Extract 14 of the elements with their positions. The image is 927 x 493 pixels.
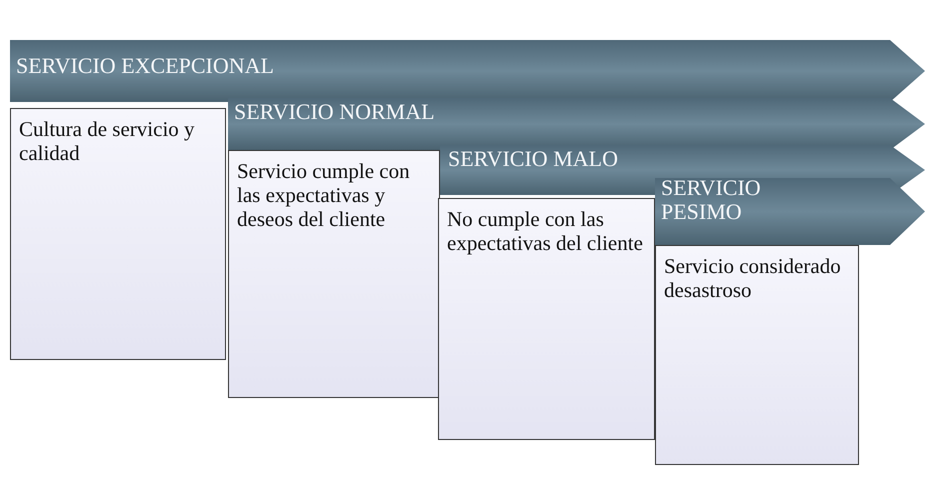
box-text: Servicio cumple con las expectativas y deseos del cliente [237, 159, 411, 231]
box-text: Servicio considerado desastroso [664, 254, 842, 302]
banner-label: SERVICIO PESIMO [661, 176, 762, 224]
banner-label: SERVICIO MALO [448, 147, 619, 171]
banner-label: SERVICIO NORMAL [234, 100, 436, 124]
text-box [10, 108, 226, 360]
arrow-banner [228, 98, 925, 150]
text-box [228, 150, 440, 398]
banner-label: SERVICIO EXCEPCIONAL [16, 54, 275, 78]
box-text: No cumple con las expectativas del cliente [447, 207, 644, 255]
arrow-banner [10, 40, 925, 102]
text-box [438, 198, 655, 440]
box-text: Cultura de servicio y calidad [19, 117, 196, 165]
arrow-banner [655, 178, 925, 245]
